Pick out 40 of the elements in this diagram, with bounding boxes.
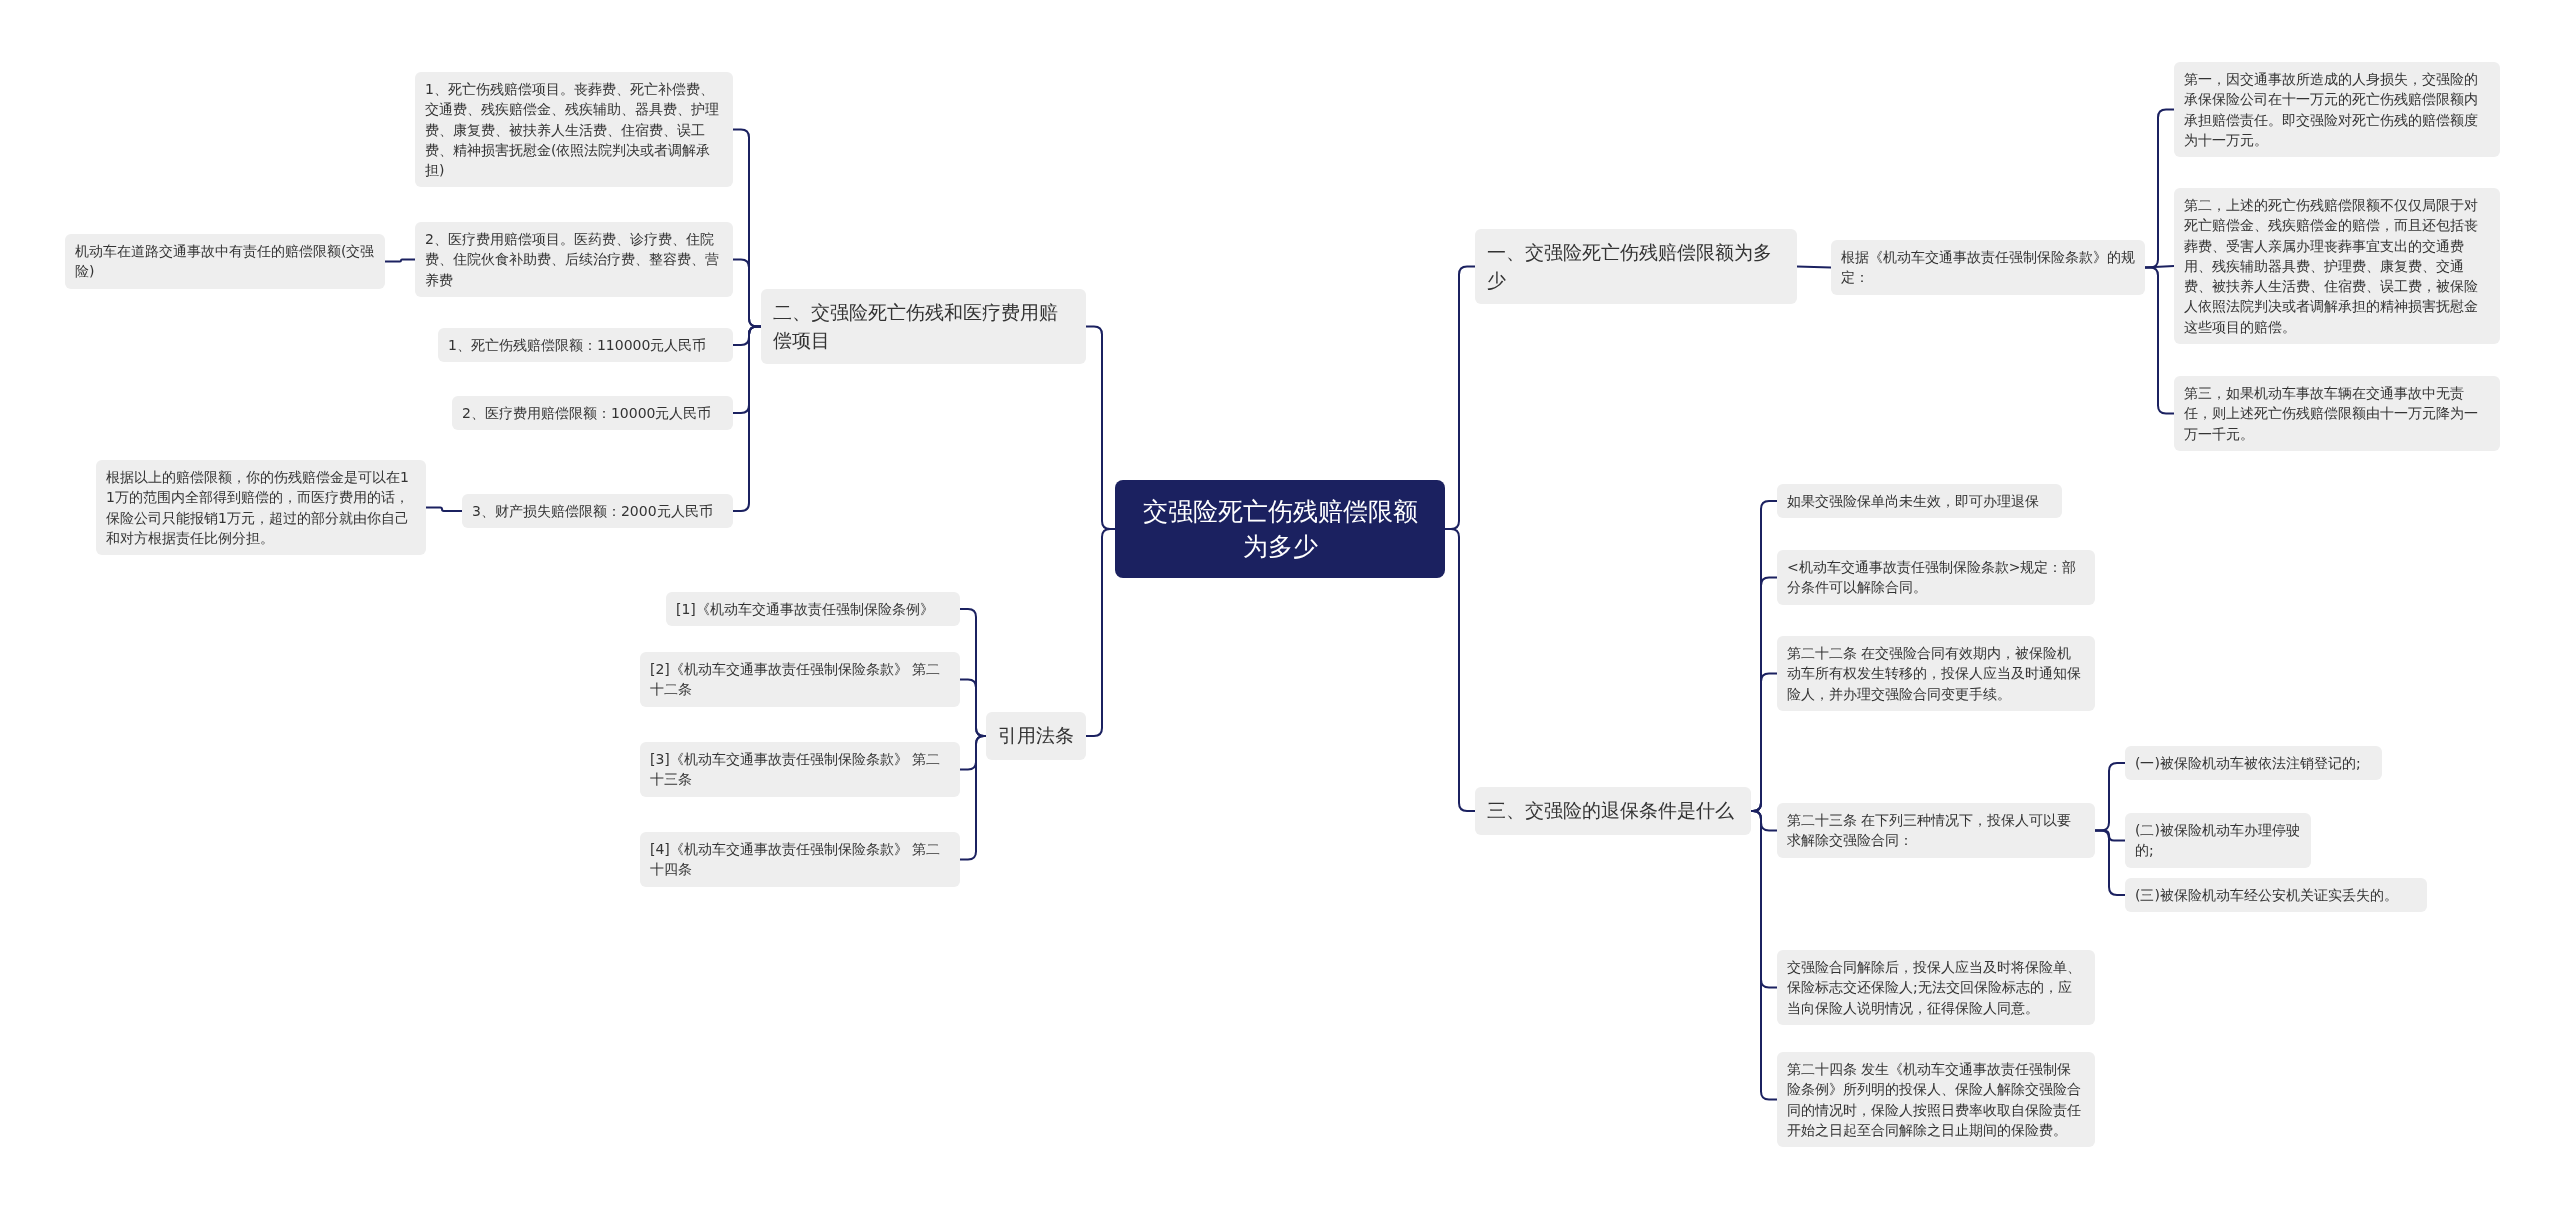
connector-line: [732, 325, 762, 512]
note-box: 交强险合同解除后，投保人应当及时将保险单、保险标志交还保险人;无法交回保险标志的，应当向保险人说明情况，征得保险人同意。: [1777, 950, 2095, 1025]
connector-line: [1085, 528, 1116, 737]
connector-line: [425, 506, 463, 512]
note-box: 机动车在道路交通事故中有责任的赔偿限额(交强险): [65, 234, 385, 289]
note-box: 第二十四条 发生《机动车交通事故责任强制保险条例》所列明的投保人、保险人解除交强险合同的情况时，保险人按照日费率收取自保险责任开始之日起至合同解除之日止期间的保险费。: [1777, 1052, 2095, 1148]
note-box: 第一，因交通事故所造成的人身损失，交强险的承保保险公司在十一万元的死亡伤残赔偿限额内承担赔偿责任。即交强险对死亡伤残的赔偿额度为十一万元。: [2174, 62, 2500, 158]
note-box: [1]《机动车交通事故责任强制保险条例》: [666, 592, 960, 627]
note-box: 第二十三条 在下列三种情况下，投保人可以要求解除交强险合同：: [1777, 803, 2095, 858]
connector-line: [1444, 528, 1476, 812]
connector-line: [384, 258, 416, 263]
note-box: 1、死亡伤残赔偿限额：110000元人民币: [438, 328, 733, 363]
connector-line: [1796, 265, 1832, 269]
note-box: <机动车交通事故责任强制保险条款>规定：部分条件可以解除合同。: [1777, 550, 2095, 605]
note-box: 第二，上述的死亡伤残赔偿限额不仅仅局限于对死亡赔偿金、残疾赔偿金的赔偿，而且还包括丧葬费、受害人亲属办理丧葬事宜支出的交通费用、残疾辅助器具费、护理费、康复费、交通费、被扶养人生活费、住宿费、误工费，被保险人依照法院判决或者调解承担的精神损害抚慰金这些项目的赔偿。: [2174, 188, 2500, 345]
branch-topic-box: 引用法条: [986, 712, 1086, 760]
connector-line: [1750, 810, 1778, 1101]
branch-topic-box: 二、交强险死亡伤残和医疗费用赔偿项目: [761, 289, 1086, 365]
note-box: 2、医疗费用赔偿项目。医药费、诊疗费、住院费、住院伙食补助费、后续治疗费、整容费、营养费: [415, 222, 733, 297]
note-box: (三)被保险机动车经公安机关证实丢失的。: [2125, 878, 2427, 913]
branch-topic-box: 三、交强险的退保条件是什么: [1475, 787, 1751, 835]
note-box: (一)被保险机动车被依法注销登记的;: [2125, 746, 2382, 781]
note-box: 第三，如果机动车事故车辆在交通事故中无责任，则上述死亡伤残赔偿限额由十一万元降为一万一千元。: [2174, 376, 2500, 451]
note-box: 如果交强险保单尚未生效，即可办理退保: [1777, 484, 2062, 519]
note-box: (二)被保险机动车办理停驶的;: [2125, 813, 2311, 868]
note-box: 根据以上的赔偿限额，你的伤残赔偿金是可以在11万的范围内全部得到赔偿的，而医疗费用的话，保险公司只能报销1万元，超过的部分就由你自己和对方根据责任比例分担。: [96, 460, 426, 556]
connector-line: [2144, 265, 2175, 269]
branch-topic-box: 一、交强险死亡伤残赔偿限额为多少: [1475, 229, 1797, 305]
connector-line: [959, 735, 987, 861]
note-box: [4]《机动车交通事故责任强制保险条款》 第二十四条: [640, 832, 960, 887]
note-box: 3、财产损失赔偿限额：2000元人民币: [462, 494, 733, 529]
note-box: 根据《机动车交通事故责任强制保险条款》的规定：: [1831, 240, 2145, 295]
note-box: [2]《机动车交通事故责任强制保险条款》 第二十二条: [640, 652, 960, 707]
note-box: 1、死亡伤残赔偿项目。丧葬费、死亡补偿费、交通费、残疾赔偿金、残疾辅助、器具费、护理费、康复费、被扶养人生活费、住宿费、误工费、精神损害抚慰金(依照法院判决或者调解承担): [415, 72, 733, 188]
connector-line: [2144, 266, 2175, 415]
note-box: 第二十二条 在交强险合同有效期内，被保险机动车所有权发生转移的，投保人应当及时通知保险人，并办理交强险合同变更手续。: [1777, 636, 2095, 711]
connector-line: [2094, 829, 2126, 896]
note-box: 2、医疗费用赔偿限额：10000元人民币: [452, 396, 733, 431]
note-box: [3]《机动车交通事故责任强制保险条款》 第二十三条: [640, 742, 960, 797]
central-topic-box: 交强险死亡伤残赔偿限额为多少: [1115, 480, 1445, 578]
